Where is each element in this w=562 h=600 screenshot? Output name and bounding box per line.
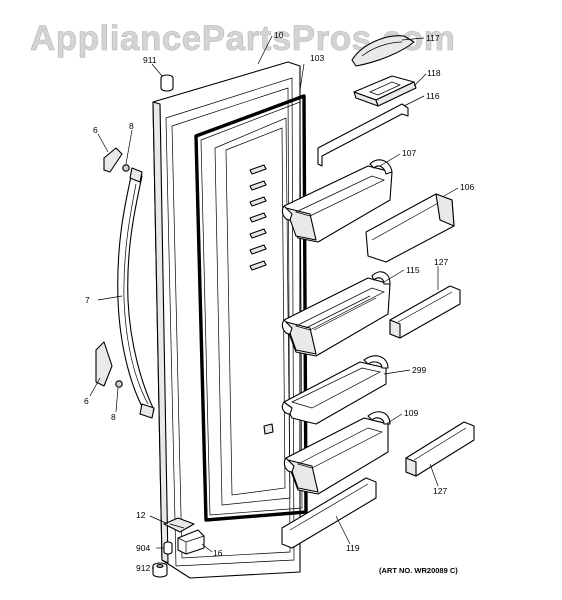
- bin-cover-127-lower: [405, 421, 475, 477]
- handle-trim-cap-upper: [103, 147, 123, 173]
- lower-door-bin: [283, 411, 391, 495]
- callout-109: 109: [404, 408, 418, 418]
- callout-127-upper: 127: [434, 257, 448, 267]
- hinge-bushing-top: [160, 74, 174, 92]
- callout-6-upper: 6: [93, 125, 98, 135]
- callout-103: 103: [310, 53, 324, 63]
- callout-912: 912: [136, 563, 150, 573]
- callout-911: 911: [143, 55, 157, 65]
- door-closure-cam: [177, 529, 205, 555]
- bin-cover-127-upper: [389, 285, 461, 339]
- leader-lines: [89, 35, 459, 569]
- door-gasket: [194, 94, 308, 522]
- callout-117: 117: [426, 33, 440, 43]
- upper-door-bin: [281, 159, 393, 243]
- bottom-hinge-bracket: [163, 517, 195, 533]
- callout-8-upper: 8: [129, 121, 134, 131]
- hinge-pin-bottom: [152, 562, 168, 578]
- callout-8-lower: 8: [111, 412, 116, 422]
- handle-screw-lower: [115, 380, 123, 388]
- callout-115: 115: [406, 265, 420, 275]
- callout-116: 116: [426, 91, 440, 101]
- door-outer-panel: [152, 61, 301, 579]
- callout-106: 106: [460, 182, 474, 192]
- callout-6-lower: 6: [84, 396, 89, 406]
- handle-trim-cap-lower: [95, 341, 113, 387]
- callout-118: 118: [427, 68, 441, 78]
- small-dairy-bin: [353, 75, 417, 107]
- callout-16: 16: [213, 548, 223, 558]
- callout-299: 299: [412, 365, 426, 375]
- door-shelf-bin: [281, 355, 389, 425]
- callout-7: 7: [85, 295, 90, 305]
- dairy-door-trim: [317, 103, 409, 167]
- callout-119: 119: [346, 543, 360, 553]
- callout-127-lower: 127: [433, 486, 447, 496]
- door-handle: [117, 167, 155, 419]
- bin-front-trim-lower: [281, 477, 377, 549]
- door-rail-ribs: [249, 164, 274, 435]
- callout-10: 10: [274, 30, 284, 40]
- handle-screw-upper: [122, 164, 130, 172]
- bin-cover-upper: [365, 193, 455, 263]
- top-dispenser-cover: [351, 35, 415, 67]
- art-number: (ART NO. WR20089 C): [379, 566, 458, 575]
- callout-107: 107: [402, 148, 416, 158]
- callout-labels: 117 118 116 103 10 911 6 8 7 6 8 107 106…: [84, 30, 474, 573]
- callout-904: 904: [136, 543, 150, 553]
- hinge-bushing-bottom: [163, 541, 173, 555]
- callout-12: 12: [136, 510, 146, 520]
